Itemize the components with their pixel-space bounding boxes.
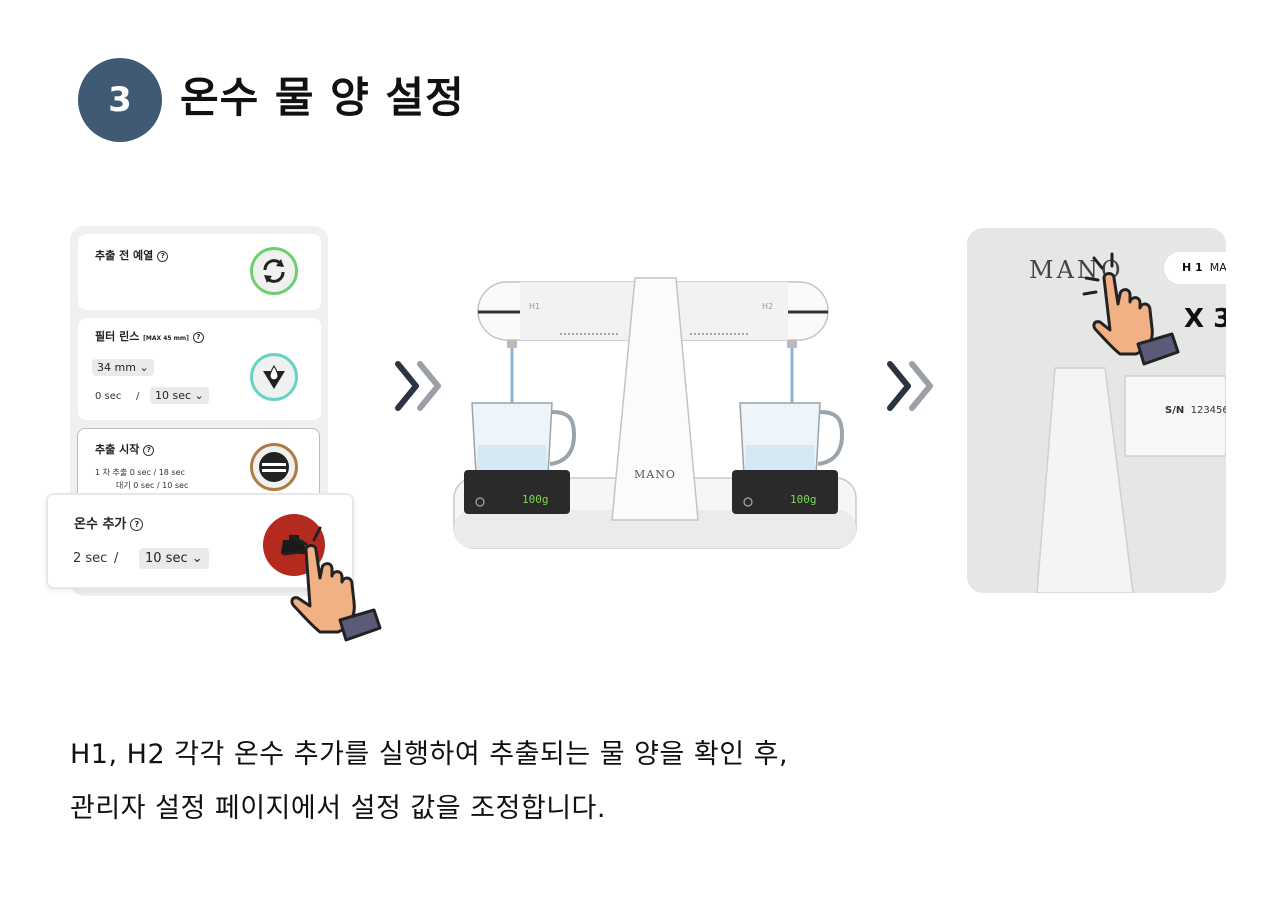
tap-hand-icon [1082,252,1180,366]
brew-first-extraction: 1 차 추출 0 sec / 18 sec [95,468,185,477]
rinse-separator: / [136,391,140,402]
serial-number-label: S/N 123456 [1165,405,1226,416]
rinse-height-select[interactable]: 34 mm ⌄ [92,359,154,376]
preheat-card: 추출 전 예열? [78,234,321,310]
chevron-down-icon: ⌄ [139,361,149,374]
caption-line-1: H1, H2 각각 온수 추가를 실행하여 추출되는 물 양을 확인 후, [70,739,789,770]
brew-wait: 대기 0 sec / 10 sec [116,481,189,490]
brew-icon [259,452,289,482]
help-icon[interactable]: ? [143,444,155,456]
brew-start-button[interactable] [250,443,298,491]
machine-brand-label: MANO [634,468,676,481]
page-title: 온수 물 양 설정 [180,73,465,122]
caption-line-2: 관리자 설정 페이지에서 설정 값을 조정합니다. [70,793,606,824]
filter-rinse-button[interactable] [250,353,298,401]
next-chevron-icon [887,361,933,411]
drip-icon [263,364,285,389]
coffee-machine-illustration: MANO H1 H2 100g 100g [450,270,860,560]
help-icon[interactable]: ? [192,331,204,343]
help-icon[interactable]: ? [130,518,144,531]
head-label-pill: H 1 MA [1164,252,1226,284]
right-scale-display: 100g [790,493,817,506]
filter-rinse-card: 필터 린스 [MAX 45 mm]? 34 mm ⌄ 0 sec / 10 se… [78,318,321,420]
next-chevron-icon [395,361,441,411]
hot-water-time-value: 2 sec [73,551,108,566]
filter-rinse-title: 필터 린스 [95,330,140,343]
tap-hand-icon [282,526,382,642]
left-scale-display: 100g [522,493,549,506]
hot-water-wait-select[interactable]: 10 sec ⌄ [139,548,209,569]
refresh-icon [263,259,285,283]
right-head-label: H2 [762,302,774,311]
rinse-time-value: 0 sec [95,391,122,402]
brew-start-title: 추출 시작 [95,443,140,456]
brew-start-card: 추출 시작? 1 차 추출 0 sec / 18 sec 대기 0 sec / … [77,428,320,518]
chevron-down-icon: ⌄ [191,551,203,566]
hot-water-title: 온수 추가 [74,517,127,532]
help-icon[interactable]: ? [157,250,169,262]
filter-rinse-max-note: [MAX 45 mm] [143,335,189,342]
chevron-down-icon: ⌄ [194,389,204,402]
machine-zoom-panel: MANO H 1 MA X 3 S/N 123456 [967,228,1226,593]
preheat-button[interactable] [250,247,298,295]
step-number-badge: 3 [78,58,162,142]
hot-water-separator: / [114,551,119,566]
preheat-title: 추출 전 예열 [95,249,154,262]
rinse-wait-select[interactable]: 10 sec ⌄ [150,387,209,404]
tap-count-label: X 3 [1184,304,1226,334]
left-head-label: H1 [529,302,541,311]
